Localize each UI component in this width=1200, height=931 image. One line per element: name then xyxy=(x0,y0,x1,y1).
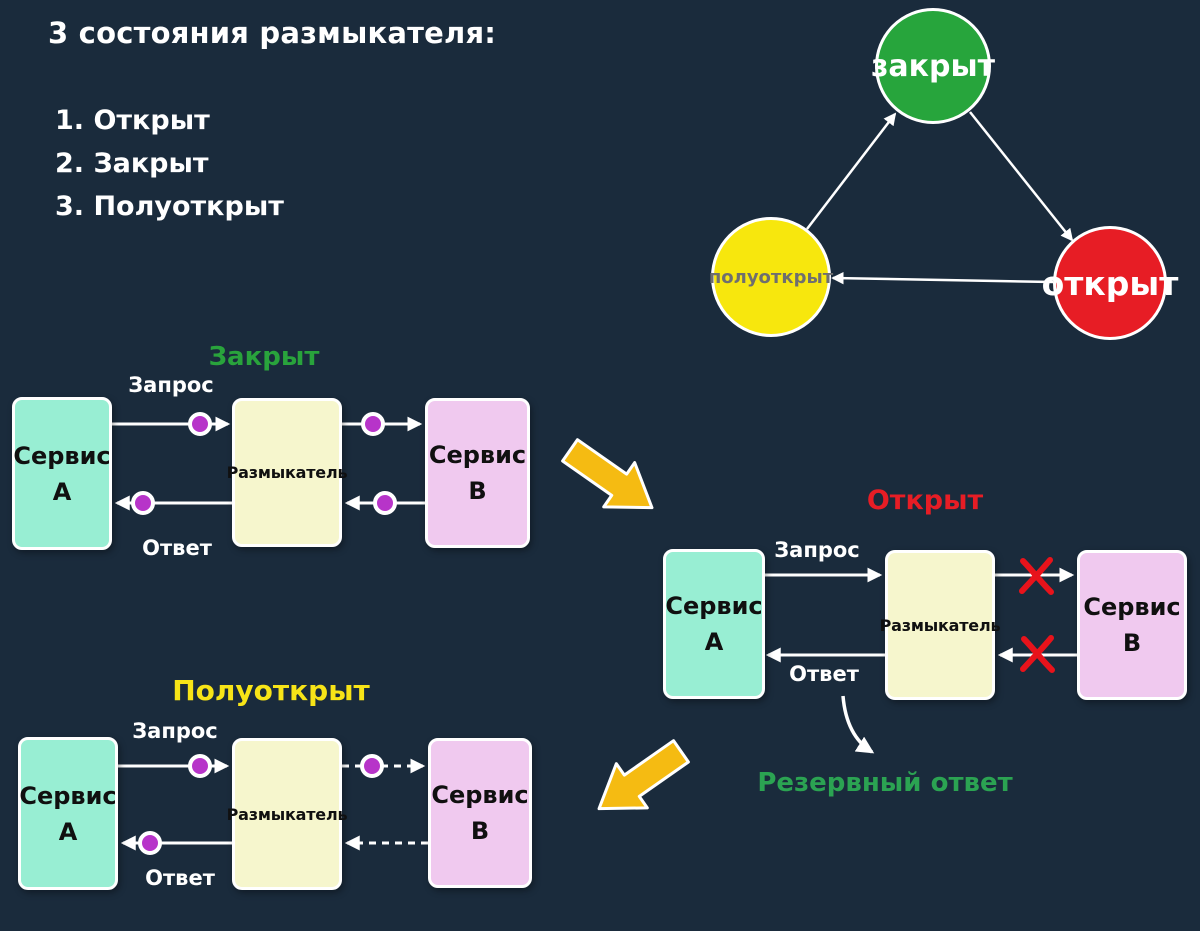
page-title: 3 состояния размыкателя: xyxy=(48,16,497,50)
closed-response-dot-2 xyxy=(373,491,397,515)
closed-service-a-box: Сервис А xyxy=(12,397,112,550)
closed-breaker-label: Размыкатель xyxy=(226,463,348,482)
open-service-b-word: Сервис xyxy=(1083,593,1181,621)
half-open-request-dot-1 xyxy=(188,754,212,778)
half-open-service-b-box: Сервис В xyxy=(428,738,532,888)
transition-closed-to-open-line xyxy=(969,111,1074,242)
half-open-service-a-box: Сервис А xyxy=(18,737,118,890)
state-node-half-open: полуоткрыт xyxy=(708,217,834,337)
state-node-half-open-label: полуоткрыт xyxy=(708,266,834,288)
state-node-open: открыт xyxy=(1042,226,1178,340)
half-open-breaker-box: Размыкатель xyxy=(227,738,348,890)
state-node-closed-label: закрыт xyxy=(870,48,996,84)
half-open-service-b-letter: В xyxy=(470,817,490,845)
state-node-open-label: открыт xyxy=(1041,263,1179,303)
open-response-label: Ответ xyxy=(789,662,859,686)
open-request-label: Запрос xyxy=(774,538,860,562)
open-service-a-box: Сервис А xyxy=(663,549,765,699)
list-item-closed: 2. Закрыт xyxy=(55,148,209,179)
open-breaker-box: Размыкатель xyxy=(880,550,1001,700)
state-node-closed: закрыт xyxy=(871,8,995,124)
half-open-response-dot-1 xyxy=(138,831,162,855)
open-service-a-letter: А xyxy=(704,628,724,656)
open-service-a-word: Сервис xyxy=(665,592,763,620)
closed-request-label: Запрос xyxy=(128,373,214,397)
half-open-service-a-letter: А xyxy=(58,817,78,846)
fallback-response-label: Резервный ответ xyxy=(757,768,1013,798)
closed-response-label: Ответ xyxy=(142,536,212,560)
closed-service-b-word: Сервис xyxy=(428,441,527,469)
transition-open-to-half-open-line xyxy=(831,271,1054,285)
transition-half-open-to-closed-line xyxy=(806,112,897,230)
closed-diagram-title: Закрыт xyxy=(208,342,320,372)
arrow-open-to-half-open-icon xyxy=(597,739,690,811)
arrow-closed-to-open-icon xyxy=(561,438,654,510)
list-item-open: 1. Открыт xyxy=(55,105,210,136)
closed-request-dot-2 xyxy=(361,412,385,436)
closed-breaker-box: Размыкатель xyxy=(227,398,348,547)
error-x-response-icon xyxy=(1020,635,1055,673)
open-service-b-box: Сервис В xyxy=(1077,550,1187,700)
half-open-request-label: Запрос xyxy=(132,719,218,743)
list-item-half-open: 3. Полуоткрыт xyxy=(55,191,284,222)
half-open-service-a-word: Сервис xyxy=(19,781,117,810)
open-breaker-label: Размыкатель xyxy=(879,615,1001,635)
closed-response-dot-1 xyxy=(131,491,155,515)
half-open-breaker-label: Размыкатель xyxy=(226,804,348,824)
open-diagram-title: Открыт xyxy=(866,485,984,516)
closed-service-b-box: Сервис В xyxy=(425,398,530,548)
closed-service-a-word: Сервис xyxy=(13,441,111,470)
half-open-response-label: Ответ xyxy=(145,866,215,890)
closed-service-a-letter: А xyxy=(52,477,72,506)
error-x-request-icon xyxy=(1019,557,1054,595)
half-open-request-dot-2 xyxy=(360,754,384,778)
open-service-b-letter: В xyxy=(1122,629,1142,657)
closed-service-b-letter: В xyxy=(468,477,487,505)
half-open-diagram-title: Полуоткрыт xyxy=(172,674,370,707)
half-open-service-b-word: Сервис xyxy=(431,781,529,809)
fallback-arrow-icon xyxy=(841,695,875,754)
closed-request-dot-1 xyxy=(188,412,212,436)
